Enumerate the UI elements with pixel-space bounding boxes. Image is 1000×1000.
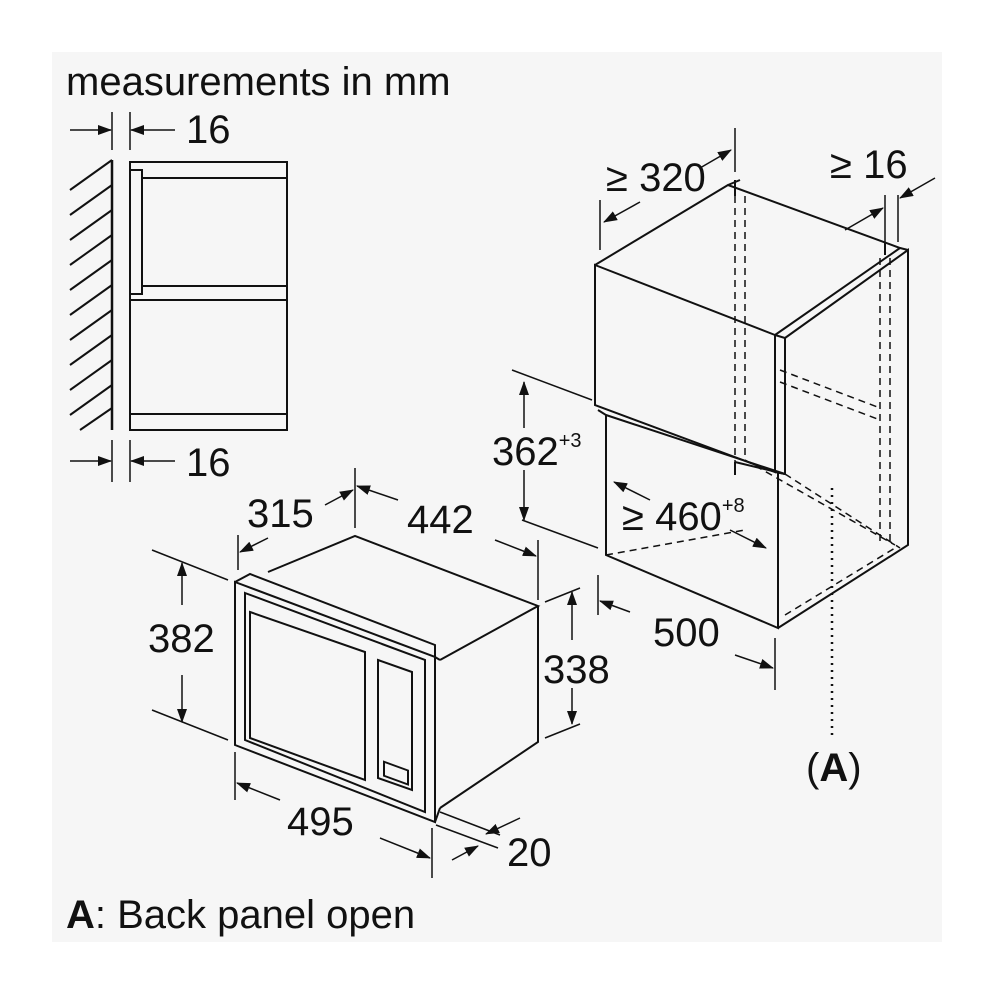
- side-dim-bottom: [70, 440, 175, 482]
- appliance-width-dim: [356, 485, 539, 600]
- side-view: [69, 112, 288, 482]
- wall-hatching: [69, 159, 114, 431]
- cabinet-gap-dim: [844, 177, 936, 242]
- side-cabinet: [129, 161, 288, 431]
- side-bottom-dim-label: 16: [186, 441, 231, 485]
- appliance-front-width-dim-label: 495: [287, 800, 354, 844]
- cabinet-total-depth-dim-label: 500: [653, 611, 720, 655]
- appliance-width-dim-label: 442: [407, 498, 474, 542]
- cabinet-depth-dim: [599, 128, 736, 250]
- drawing-background: [52, 52, 942, 942]
- cabinet-total-depth-dim: [597, 575, 776, 690]
- cabinet-width-dim-label: ≥ 460+8: [622, 494, 745, 539]
- legend-key: A: [66, 893, 95, 937]
- cabinet-height-value: 362: [492, 430, 559, 474]
- back-panel-marker: (A): [806, 746, 862, 790]
- appliance-frame-dim-label: 20: [507, 831, 552, 875]
- appliance-height-dim: [151, 549, 229, 741]
- appliance-depth-dim-label: 315: [247, 492, 314, 536]
- appliance-body-height-dim: [544, 587, 581, 739]
- cabinet-niche: [594, 179, 909, 740]
- drawing-title: measurements in mm: [66, 60, 451, 104]
- side-top-dim-label: 16: [186, 108, 231, 152]
- cabinet-height-dim: [511, 369, 599, 549]
- cabinet-height-dim-label: 362+3: [492, 429, 582, 474]
- appliance-height-dim-label: 382: [148, 617, 215, 661]
- appliance-depth-dim: [237, 468, 356, 570]
- cabinet-width-dim: [613, 481, 767, 549]
- back-panel-marker-letter: A: [819, 746, 849, 790]
- legend-text: : Back panel open: [94, 893, 416, 937]
- cabinet-height-tolerance: +3: [558, 429, 582, 452]
- appliance-body-height-dim-label: 338: [543, 648, 610, 692]
- cabinet-depth-dim-label: ≥ 320: [606, 156, 706, 200]
- cabinet-width-value: ≥ 460: [622, 495, 722, 539]
- legend: A: Back panel open: [66, 895, 415, 935]
- cabinet-width-tolerance: +8: [721, 494, 745, 517]
- microwave-appliance: [234, 534, 541, 824]
- appliance-front-width-dim: [234, 752, 433, 878]
- side-dim-top: [70, 112, 175, 150]
- appliance-frame-dim: [435, 811, 521, 861]
- cabinet-gap-dim-label: ≥ 16: [830, 143, 908, 187]
